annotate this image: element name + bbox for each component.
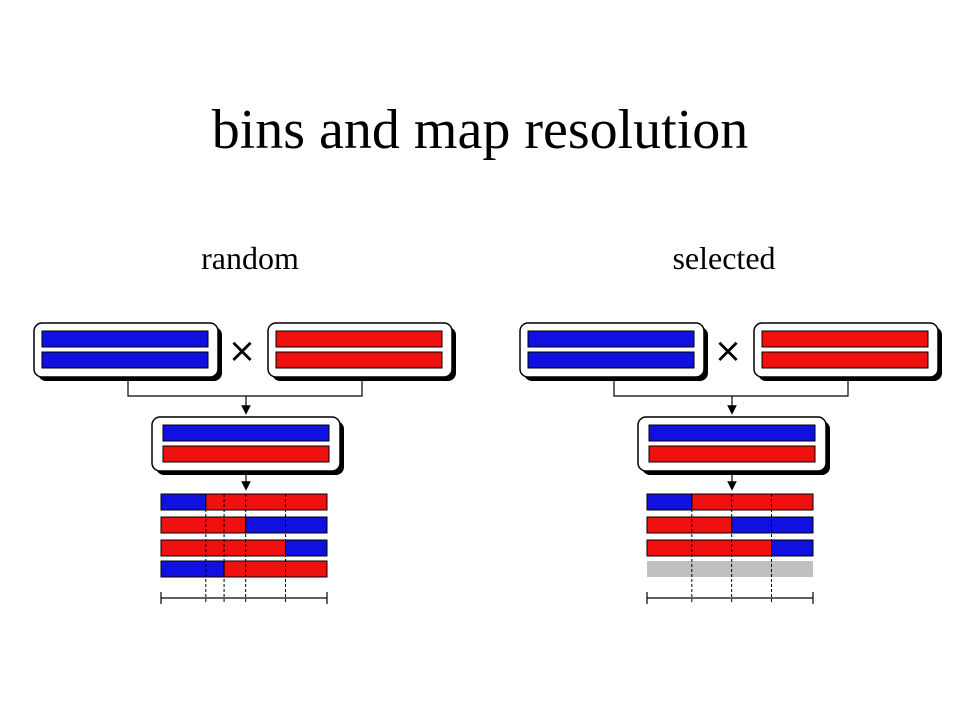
offspring-segment-blue (771, 539, 814, 557)
parent-red-chromosome (761, 351, 929, 369)
f1-red-chromosome (162, 445, 330, 463)
parent-blue-chromosome (41, 351, 209, 369)
offspring-segment-blue (646, 493, 693, 511)
parent-red-chromosome (275, 330, 443, 348)
parent-red-chromosome (275, 351, 443, 369)
panel-label-selected: selected (672, 240, 776, 276)
offspring-segment-red (691, 493, 814, 511)
offspring-segment-red (646, 516, 733, 534)
offspring-segment-blue (160, 560, 225, 578)
offspring-segment-red (223, 560, 328, 578)
f1-red-chromosome (648, 445, 816, 463)
parent-red-chromosome (761, 330, 929, 348)
offspring-segment-blue (285, 539, 328, 557)
panel-label-random: random (201, 240, 299, 276)
panel-random: × (33, 322, 456, 604)
parents-connector (613, 377, 849, 397)
parent-blue-chromosome (41, 330, 209, 348)
offspring-segment-blue (160, 493, 207, 511)
f1-blue-chromosome (648, 424, 816, 442)
offspring-segment-blue (245, 516, 328, 534)
offspring-row-gray (647, 561, 813, 577)
parents-connector (127, 377, 363, 397)
offspring-segment-red (160, 539, 286, 557)
offspring-segment-red (160, 516, 247, 534)
offspring-segment-blue (731, 516, 814, 534)
cross-operator: × (228, 331, 257, 371)
panel-selected: × (519, 322, 942, 604)
offspring-segment-red (646, 539, 772, 557)
parent-blue-chromosome (527, 351, 695, 369)
f1-blue-chromosome (162, 424, 330, 442)
slide-title: bins and map resolution (211, 99, 749, 161)
cross-operator: × (714, 331, 743, 371)
parent-blue-chromosome (527, 330, 695, 348)
